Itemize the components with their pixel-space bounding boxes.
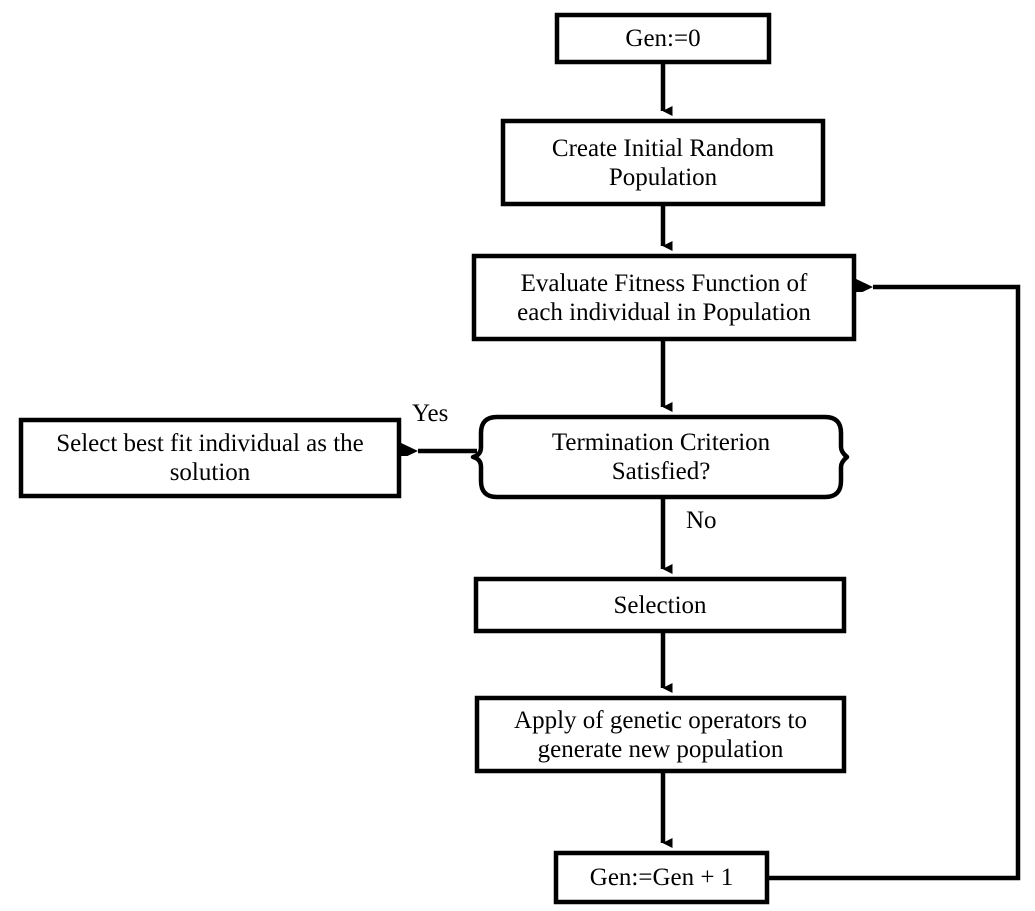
- node-termination-decision-shape[interactable]: [470, 414, 850, 500]
- edge-label-no: No: [686, 507, 717, 534]
- node-evaluate-fitness-shape[interactable]: [471, 253, 857, 342]
- node-create-population-shape[interactable]: [500, 118, 826, 207]
- node-selection-shape[interactable]: [473, 576, 847, 634]
- node-gen-increment-shape[interactable]: [553, 850, 770, 905]
- node-apply-operators-shape[interactable]: [474, 695, 847, 774]
- edge-feedback-loop-to-evaluate: [767, 287, 1021, 881]
- node-gen-init-shape[interactable]: [554, 12, 772, 65]
- node-select-best-shape[interactable]: [18, 417, 402, 499]
- edge-label-yes: Yes: [412, 400, 449, 427]
